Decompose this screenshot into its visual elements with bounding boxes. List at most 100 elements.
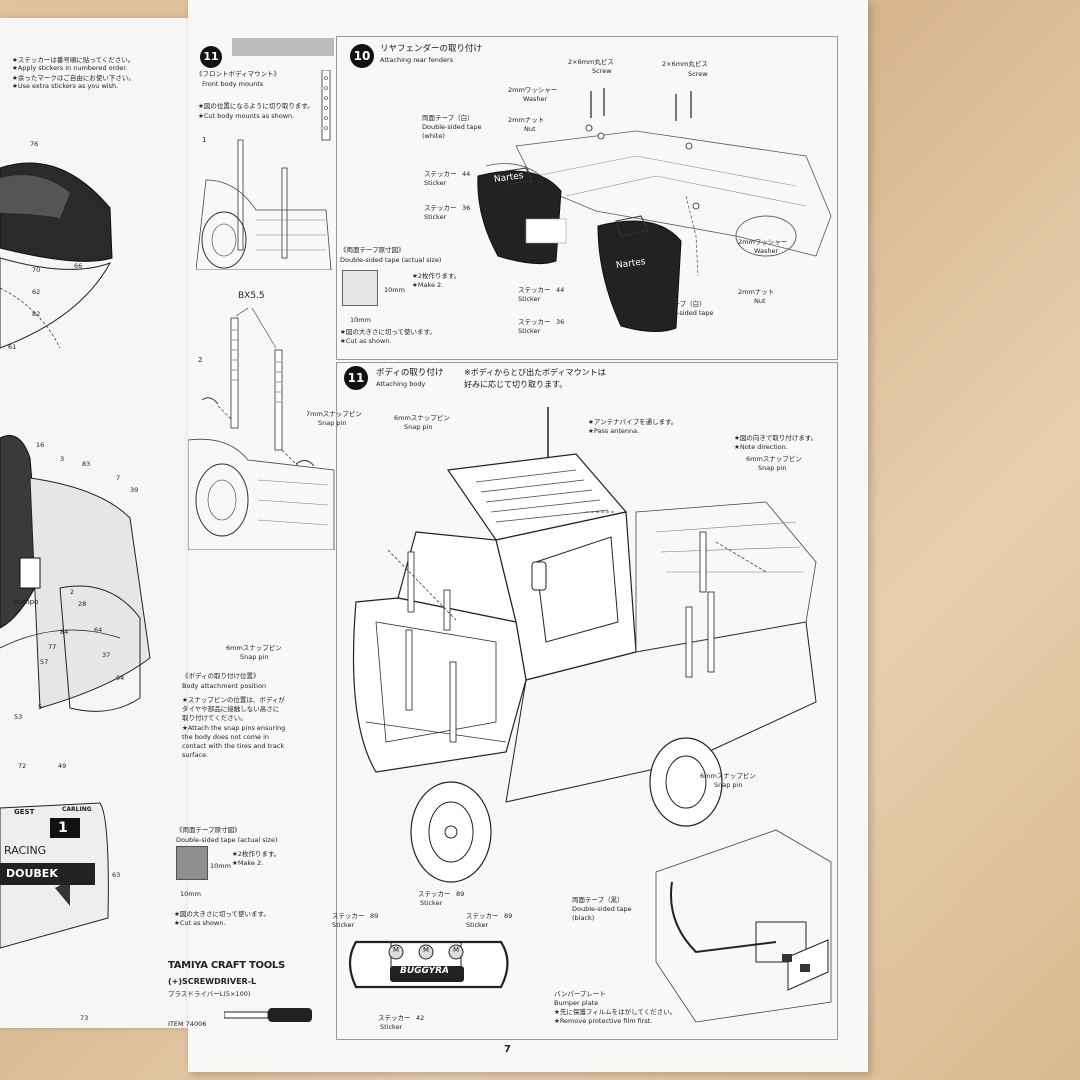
tape-white-label-2-jp: 両面テープ（白） bbox=[654, 300, 706, 308]
snap-pin-6mm-3-jp: 6mmスナップピン bbox=[226, 644, 282, 652]
snap-pin-6mm-2-en: Snap pin bbox=[758, 464, 787, 472]
sticker-44b-num: 44 bbox=[556, 286, 565, 294]
callout-53: 53 bbox=[14, 713, 23, 721]
sticker-89-top-num: 89 bbox=[456, 890, 465, 898]
callout-62: 62 bbox=[32, 288, 41, 296]
screw-label-1-en: Screw bbox=[592, 67, 612, 75]
front-mount-diagram-2 bbox=[188, 307, 335, 550]
front-mount-diagram-1 bbox=[196, 70, 332, 270]
film-note-en: ★Remove protective film first. bbox=[554, 1017, 653, 1025]
screwdriver-label: (+)SCREWDRIVER-L bbox=[168, 977, 257, 986]
attach-note-jp-2: タイヤや部品に接触しない高さに bbox=[182, 705, 280, 713]
step10-title-en: Attaching rear fenders bbox=[380, 56, 454, 64]
sticker-42-num: 42 bbox=[416, 1014, 425, 1022]
part-bx55: BX5.5 bbox=[238, 291, 265, 301]
sticker-44-en: Sticker bbox=[424, 179, 447, 187]
tape-make-en-a: ★Make 2. bbox=[232, 859, 264, 867]
tape-w-a: 10mm bbox=[180, 890, 201, 898]
nut-label-1-jp: 2mmナット bbox=[508, 116, 545, 124]
truck-text-num: 1 bbox=[58, 820, 68, 836]
attach-note-en-1: ★Attach the snap pins ensuring bbox=[182, 724, 286, 732]
sticker-42-en: Sticker bbox=[380, 1023, 403, 1031]
page-number: 7 bbox=[504, 1044, 511, 1055]
screw-label-2-jp: 2×6mm丸ビス bbox=[662, 60, 708, 68]
screw-label-2-en: Screw bbox=[688, 70, 708, 78]
sticker-89-top-jp: ステッカー bbox=[418, 890, 451, 898]
callout-28: 28 bbox=[78, 600, 87, 608]
attach-note-en-3: contact with the tires and track bbox=[182, 742, 285, 750]
attach-note-jp-3: 取り付けてください。 bbox=[182, 714, 247, 722]
tape-white-label-2-en: Double-sided tape bbox=[654, 309, 714, 317]
washer-label-2-jp: 2mmワッシャー bbox=[738, 238, 788, 246]
sticker-89-left-num: 89 bbox=[370, 912, 379, 920]
sticker-36-num: 36 bbox=[462, 204, 471, 212]
step11a-title-jp: 《フロントボディマウント》 bbox=[196, 70, 281, 78]
callout-77: 77 bbox=[48, 643, 57, 651]
bumper-m-3: M bbox=[453, 946, 460, 954]
truck-text-doubek: DOUBEK bbox=[6, 867, 58, 880]
sticker-89-right-num: 89 bbox=[504, 912, 513, 920]
step11b-title-jp: ボディの取り付け bbox=[376, 368, 444, 378]
step11a-note-jp: ★図の位置になるように切り取ります。 bbox=[198, 102, 314, 110]
left-note-1: ★ステッカーは番号順に貼ってください。 bbox=[12, 56, 135, 64]
tape-swatch-a bbox=[176, 846, 208, 880]
sticker-89-right-en: Sticker bbox=[466, 921, 489, 929]
sticker-36-jp: ステッカー bbox=[424, 204, 457, 212]
craft-tools-label: TAMIYA CRAFT TOOLS bbox=[168, 960, 285, 971]
tape-make-jp-10: ★2枚作ります。 bbox=[412, 272, 461, 280]
washer-label-2-en: Washer bbox=[754, 247, 779, 255]
tape-actual-jp-10: 《両面テープ原寸図》 bbox=[340, 246, 405, 254]
snap-pin-6mm-4-jp: 6mmスナップピン bbox=[700, 772, 756, 780]
tape-h-a: 10mm bbox=[210, 862, 231, 870]
tape-swatch-10 bbox=[342, 270, 378, 306]
truck-text-carling: CARLING bbox=[62, 806, 92, 813]
step11b-note-1: ※ボディからとび出たボディマウントは bbox=[464, 368, 606, 377]
sticker-36b-jp: ステッカー bbox=[518, 318, 551, 326]
callout-37: 37 bbox=[102, 651, 111, 659]
sticker-89-top-en: Sticker bbox=[420, 899, 443, 907]
snap-pin-7mm-jp: 7mmスナップピン bbox=[306, 410, 362, 418]
screwdriver-jp: プラスドライバーL(5×100) bbox=[168, 990, 251, 998]
step10-number: 10 bbox=[350, 44, 374, 68]
attach-position-en: Body attachment position bbox=[182, 682, 267, 690]
left-page: ★ステッカーは番号順に貼ってください。 ★Apply stickers in n… bbox=[0, 18, 188, 1028]
attach-note-jp-1: ★スナップピンの位置は、ボディが bbox=[182, 696, 285, 704]
step10-title-jp: リヤフェンダーの取り付け bbox=[380, 44, 483, 54]
tape-cut-en-a: ★Cut as shown. bbox=[174, 919, 226, 927]
tape-make-en-10: ★Make 2. bbox=[412, 281, 444, 289]
snap-pin-6mm-1-jp: 6mmスナップピン bbox=[394, 414, 450, 422]
sticker-89-left-jp: ステッカー bbox=[332, 912, 365, 920]
nut-label-1-en: Nut bbox=[524, 125, 536, 133]
sticker-44-num: 44 bbox=[462, 170, 471, 178]
step11a-title-en: Front body mounts bbox=[202, 80, 264, 88]
sticker-body-diagram bbox=[0, 162, 151, 949]
callout-70: 70 bbox=[32, 266, 41, 274]
sticker-36-en: Sticker bbox=[424, 213, 447, 221]
tape-black-en: Double-sided tape bbox=[572, 905, 632, 913]
tape-white-label-1-en: Double-sided tape bbox=[422, 123, 482, 131]
sticker-44-jp: ステッカー bbox=[424, 170, 457, 178]
callout-61: 61 bbox=[8, 343, 17, 351]
snap-pin-7mm-en: Snap pin bbox=[318, 419, 347, 427]
nut-label-2-jp: 2mmナット bbox=[738, 288, 775, 296]
tape-white-label-1-jp: 両面テープ（白） bbox=[422, 114, 474, 122]
snap-pin-6mm-3-en: Snap pin bbox=[240, 653, 269, 661]
step11b-number: 11 bbox=[344, 366, 368, 390]
washer-label-1-en: Washer bbox=[523, 95, 548, 103]
tape-black-black: (black) bbox=[572, 914, 595, 922]
rear-fender-diagram bbox=[477, 88, 832, 332]
sticker-44b-en: Sticker bbox=[518, 295, 541, 303]
sticker-36b-num: 36 bbox=[556, 318, 565, 326]
antenna-note-jp: ★アンテナパイプを通します。 bbox=[588, 418, 678, 426]
snap-pin-6mm-4-en: Snap pin bbox=[714, 781, 743, 789]
step11a-header-bar bbox=[232, 38, 334, 56]
callout-16: 16 bbox=[36, 441, 45, 449]
sticker-89-left-en: Sticker bbox=[332, 921, 355, 929]
attach-position-jp: 《ボディの取り付け位置》 bbox=[182, 672, 260, 680]
tape-white-label-1-white: (white) bbox=[422, 132, 445, 140]
nut-label-2-en: Nut bbox=[754, 297, 766, 305]
film-note-jp: ★先に保護フィルムをはがしてください。 bbox=[554, 1008, 677, 1016]
tape-cut-jp-a: ★図の大きさに切って使います。 bbox=[174, 910, 270, 918]
bumper-m-1: M bbox=[393, 946, 400, 954]
truck-text-racing: RACING bbox=[4, 844, 47, 857]
